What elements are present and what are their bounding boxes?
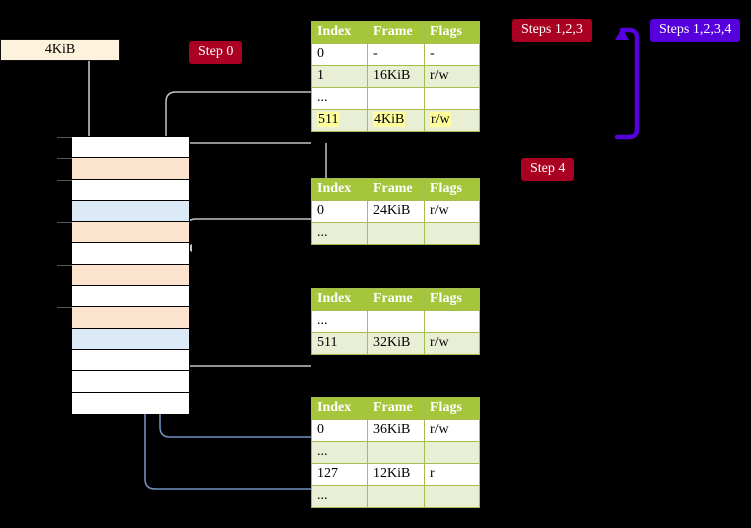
table-cell: r [424, 463, 480, 486]
table-cell [367, 87, 425, 110]
table-cell: - [367, 43, 425, 66]
table-cell: r/w [424, 332, 480, 355]
table-cell: ... [311, 485, 368, 508]
table-cell: 0 [311, 200, 368, 223]
wire-mem-to-l2 [177, 139, 311, 167]
table-cell: 0 [311, 43, 368, 66]
table-cell: ... [311, 310, 368, 333]
table-cell [424, 310, 480, 333]
memory-row [57, 137, 189, 159]
table-cell: 511 [311, 332, 368, 355]
table-row: 511 4KiB r/w [311, 109, 480, 132]
table-cell: 511 [311, 109, 368, 132]
column-header-frame: Frame [367, 21, 425, 44]
memory-row-tick [57, 222, 72, 224]
memory-row-tick [57, 158, 72, 160]
table-cell: 4KiB [367, 109, 425, 132]
memory-row [57, 264, 189, 287]
physical-memory-grid [57, 136, 190, 414]
table-cell: 36KiB [367, 419, 425, 442]
table-cell: r/w [424, 65, 480, 88]
memory-row-tick [57, 307, 72, 309]
badge-steps-123: Steps 1,2,3 [512, 19, 592, 42]
column-header-frame: Frame [367, 288, 425, 311]
table-cell [424, 87, 480, 110]
table-cell: r/w [424, 200, 480, 223]
column-header-flags: Flags [424, 21, 480, 44]
column-header-frame: Frame [367, 397, 425, 420]
column-header-index: Index [311, 288, 368, 311]
memory-row [72, 243, 189, 265]
column-header-index: Index [311, 178, 368, 201]
table-row: ... [311, 310, 480, 333]
memory-row [57, 179, 189, 201]
page-size-label: 4KiB [44, 42, 76, 57]
memory-row [72, 200, 189, 223]
table-cell: ... [311, 441, 368, 464]
table-cell: ... [311, 222, 368, 245]
table-cell [367, 310, 425, 333]
table-cell: 1 [311, 65, 368, 88]
table-row: ... [311, 441, 480, 464]
table-cell: - [424, 43, 480, 66]
column-header-index: Index [311, 21, 368, 44]
memory-row [57, 222, 189, 244]
memory-row-tick [57, 137, 72, 138]
memory-row [72, 371, 189, 393]
table-cell [424, 485, 480, 508]
table-cell: r/w [424, 419, 480, 442]
cell-highlight: r/w [430, 112, 451, 127]
cell-highlight: 511 [317, 112, 340, 127]
column-header-frame: Frame [367, 178, 425, 201]
table-row: ... [311, 222, 480, 245]
table-cell [424, 222, 480, 245]
table-row: 0-- [311, 43, 480, 66]
table-cell: 12KiB [367, 463, 425, 486]
wire-l3-entry511 [174, 308, 311, 367]
column-header-flags: Flags [424, 288, 480, 311]
memory-row-tick [57, 179, 72, 181]
badge-steps-1234: Steps 1,2,3,4 [650, 19, 741, 42]
table-cell: 16KiB [367, 65, 425, 88]
column-header-index: Index [311, 397, 368, 420]
badge-step-0: Step 0 [189, 41, 243, 64]
badge-step-4: Step 4 [521, 158, 575, 181]
table-cell: ... [311, 87, 368, 110]
memory-row-tick [57, 264, 72, 266]
memory-row [72, 286, 189, 308]
memory-row [72, 392, 189, 414]
memory-row [72, 349, 189, 372]
column-header-flags: Flags [424, 397, 480, 420]
column-header-flags: Flags [424, 178, 480, 201]
memory-row [57, 307, 189, 329]
memory-row [72, 328, 189, 350]
wire-steps-loop [614, 27, 640, 140]
page-size-box: 4KiB [0, 39, 120, 61]
table-cell [424, 441, 480, 464]
table-cell: 24KiB [367, 200, 425, 223]
cell-highlight: 4KiB [373, 112, 406, 127]
table-row: ... [311, 87, 480, 110]
table-cell: r/w [424, 109, 480, 132]
table-row: ... [311, 485, 480, 508]
table-cell [367, 485, 425, 508]
table-cell: 127 [311, 463, 368, 486]
table-cell: 32KiB [367, 332, 425, 355]
table-cell: 0 [311, 419, 368, 442]
table-cell [367, 441, 425, 464]
table-cell [367, 222, 425, 245]
memory-row [57, 158, 189, 180]
wire-l2-entry0 [185, 218, 311, 252]
